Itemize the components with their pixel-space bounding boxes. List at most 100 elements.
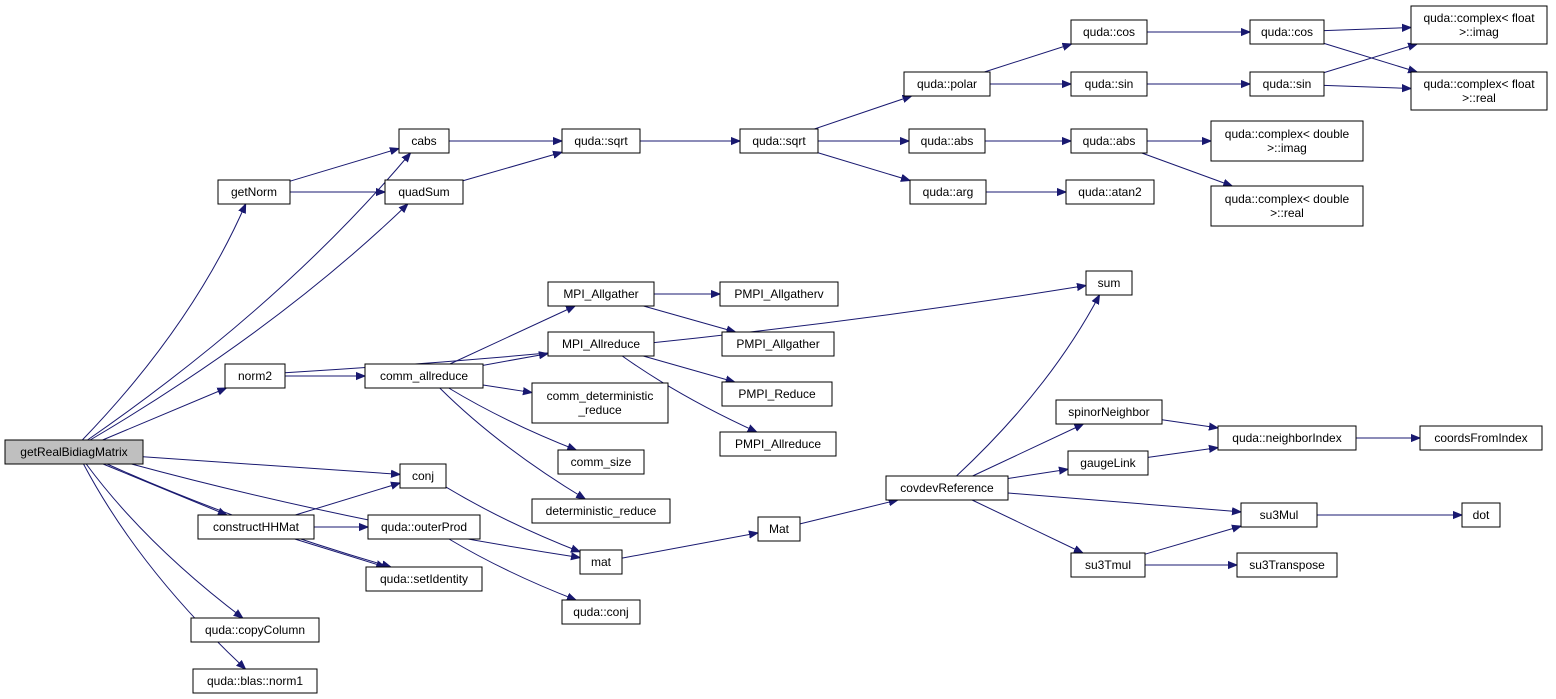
node-su3Mul[interactable]: su3Mul	[1240, 502, 1318, 528]
node-q_cos2[interactable]: quda::cos	[1249, 19, 1325, 45]
node-su3Tmul[interactable]: su3Tmul	[1070, 552, 1146, 578]
edge-covdevReference-to-su3Mul	[1007, 492, 1241, 512]
node-sum[interactable]: sum	[1085, 270, 1133, 296]
edge-q_abs2-to-cd_real	[1141, 152, 1232, 186]
node-label: MPI_Allgather	[563, 287, 638, 301]
node-su3Transpose[interactable]: su3Transpose	[1236, 552, 1338, 578]
edge-line	[87, 153, 411, 441]
node-pmpi_allreduce[interactable]: PMPI_Allreduce	[719, 431, 837, 457]
node-box	[1085, 270, 1133, 296]
edge-line	[142, 456, 400, 475]
node-label: MPI_Allreduce	[562, 337, 640, 351]
node-mat[interactable]: mat	[579, 549, 623, 575]
node-label: quda::abs	[1083, 134, 1136, 148]
node-root[interactable]: getRealBidiagMatrix	[4, 439, 144, 465]
node-box	[364, 363, 484, 389]
node-box	[1070, 71, 1148, 97]
node-spinorNeighbor[interactable]: spinorNeighbor	[1055, 399, 1163, 425]
node-box	[1461, 502, 1501, 528]
edge-line	[131, 463, 580, 558]
edge-covdevReference-to-su3Tmul	[971, 499, 1083, 553]
node-q_polar[interactable]: quda::polar	[903, 71, 991, 97]
edge-root-to-mat	[131, 463, 580, 558]
node-box	[1067, 450, 1149, 476]
node-label: coordsFromIndex	[1434, 431, 1527, 445]
edge-line	[621, 533, 758, 559]
edge-root-to-getNorm	[81, 204, 245, 441]
node-q_atan2[interactable]: quda::atan2	[1065, 179, 1155, 205]
node-q_copyColumn[interactable]: quda::copyColumn	[190, 617, 320, 643]
edge-gaugeLink-to-q_neighborIndex	[1147, 448, 1218, 458]
node-covdevReference[interactable]: covdevReference	[885, 475, 1009, 501]
edge-mpi_allreduce-to-pmpi_reduce	[643, 355, 735, 382]
node-det_reduce[interactable]: deterministic_reduce	[531, 498, 671, 524]
node-box	[1410, 71, 1548, 111]
node-comm_allreduce[interactable]: comm_allreduce	[364, 363, 484, 389]
node-getNorm[interactable]: getNorm	[217, 179, 291, 205]
node-q_sqrt2[interactable]: quda::sqrt	[739, 128, 819, 154]
node-label: PMPI_Allgatherv	[734, 287, 823, 301]
node-q_sqrt1[interactable]: quda::sqrt	[561, 128, 641, 154]
node-box	[903, 71, 991, 97]
node-q_sin2[interactable]: quda::sin	[1249, 71, 1325, 97]
node-label: su3Mul	[1260, 508, 1299, 522]
node-box	[197, 514, 315, 540]
node-label: comm_deterministic	[547, 389, 654, 403]
node-label: >::imag	[1459, 25, 1499, 39]
edge-q_sqrt2-to-q_polar	[814, 96, 911, 130]
node-label: quda::setIdentity	[380, 572, 468, 586]
node-mpi_allreduce[interactable]: MPI_Allreduce	[547, 331, 655, 357]
edge-line	[294, 538, 385, 567]
node-box	[721, 381, 833, 407]
edge-q_sin2-to-cf_real	[1323, 85, 1411, 88]
node-pmpi_reduce[interactable]: PMPI_Reduce	[721, 381, 833, 407]
node-norm2[interactable]: norm2	[224, 363, 286, 389]
node-cd_imag[interactable]: quda::complex< double>::imag	[1210, 120, 1364, 162]
node-q_sin1[interactable]: quda::sin	[1070, 71, 1148, 97]
node-q_conj[interactable]: quda::conj	[561, 599, 641, 625]
node-pmpi_allgather[interactable]: PMPI_Allgather	[721, 331, 835, 357]
node-quadSum[interactable]: quadSum	[384, 179, 464, 205]
node-label: PMPI_Allreduce	[735, 437, 821, 451]
edge-comm_allreduce-to-comm_size	[448, 387, 577, 450]
node-q_arg[interactable]: quda::arg	[909, 179, 987, 205]
node-q_abs2[interactable]: quda::abs	[1070, 128, 1148, 154]
node-q_cos1[interactable]: quda::cos	[1070, 19, 1148, 45]
edge-covdevReference-to-gaugeLink	[1007, 469, 1068, 480]
node-Mat[interactable]: Mat	[757, 516, 801, 542]
node-q_setIdentity[interactable]: quda::setIdentity	[365, 566, 483, 592]
node-comm_size[interactable]: comm_size	[557, 449, 645, 475]
node-constructHHMat[interactable]: constructHHMat	[197, 514, 315, 540]
edge-line	[1141, 152, 1232, 186]
node-label: quda::complex< double	[1225, 127, 1350, 141]
node-q_blas_norm1[interactable]: quda::blas::norm1	[192, 668, 318, 694]
node-label: su3Transpose	[1249, 558, 1325, 572]
edge-line	[439, 387, 586, 499]
edge-spinorNeighbor-to-q_neighborIndex	[1161, 419, 1218, 428]
edge-root-to-conj	[142, 456, 400, 475]
node-coordsFromIndex[interactable]: coordsFromIndex	[1419, 425, 1543, 451]
edge-comm_allreduce-to-det_reduce	[439, 387, 586, 499]
edge-root-to-constructHHMat	[102, 463, 227, 516]
node-q_outerProd[interactable]: quda::outerProd	[367, 514, 481, 540]
node-label: >::real	[1462, 91, 1496, 105]
node-label: dot	[1473, 508, 1490, 522]
node-cf_real[interactable]: quda::complex< float>::real	[1410, 71, 1548, 111]
node-comm_det_reduce[interactable]: comm_deterministic_reduce	[531, 382, 669, 424]
node-cf_imag[interactable]: quda::complex< float>::imag	[1410, 5, 1548, 45]
node-conj[interactable]: conj	[399, 463, 447, 489]
node-q_neighborIndex[interactable]: quda::neighborIndex	[1217, 425, 1357, 451]
node-label: constructHHMat	[213, 520, 300, 534]
edge-q_cos2-to-cf_imag	[1323, 27, 1411, 30]
node-dot[interactable]: dot	[1461, 502, 1501, 528]
edge-line	[462, 152, 562, 182]
node-gaugeLink[interactable]: gaugeLink	[1067, 450, 1149, 476]
node-label: quda::blas::norm1	[207, 674, 303, 688]
edge-root-to-cabs	[87, 153, 411, 441]
node-cabs[interactable]: cabs	[398, 128, 450, 154]
node-cd_real[interactable]: quda::complex< double>::real	[1210, 185, 1364, 227]
node-mpi_allgather[interactable]: MPI_Allgather	[547, 281, 655, 307]
node-pmpi_allgatherv[interactable]: PMPI_Allgatherv	[719, 281, 839, 307]
edge-covdevReference-to-spinorNeighbor	[972, 424, 1084, 477]
node-q_abs1[interactable]: quda::abs	[908, 128, 986, 154]
